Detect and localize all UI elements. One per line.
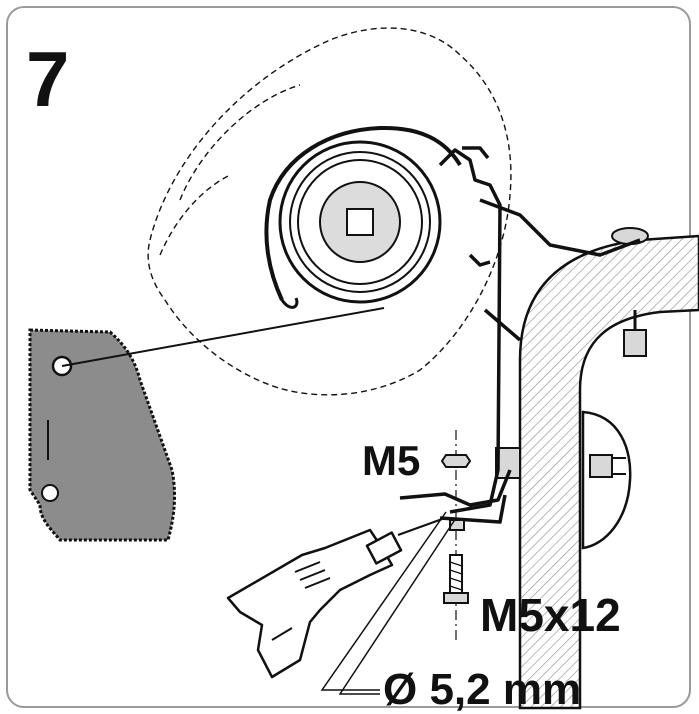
side-cap-detail [28, 307, 385, 542]
awning-cassette [264, 125, 462, 309]
panel-frame [6, 6, 691, 708]
drill-icon [226, 517, 446, 679]
step-number: 7 [26, 35, 69, 123]
screw-icon [443, 554, 469, 604]
nut-size-label: M5 [362, 437, 421, 484]
vehicle-roof-profile [518, 234, 699, 710]
nut-icon [440, 454, 472, 468]
screw-size-label: M5x12 [480, 589, 621, 641]
drill-diameter-label: Ø 5,2 mm [383, 665, 582, 714]
awning-cassette-ghost [147, 27, 512, 396]
diameter-leader [320, 511, 457, 695]
washer-icon [449, 519, 465, 531]
